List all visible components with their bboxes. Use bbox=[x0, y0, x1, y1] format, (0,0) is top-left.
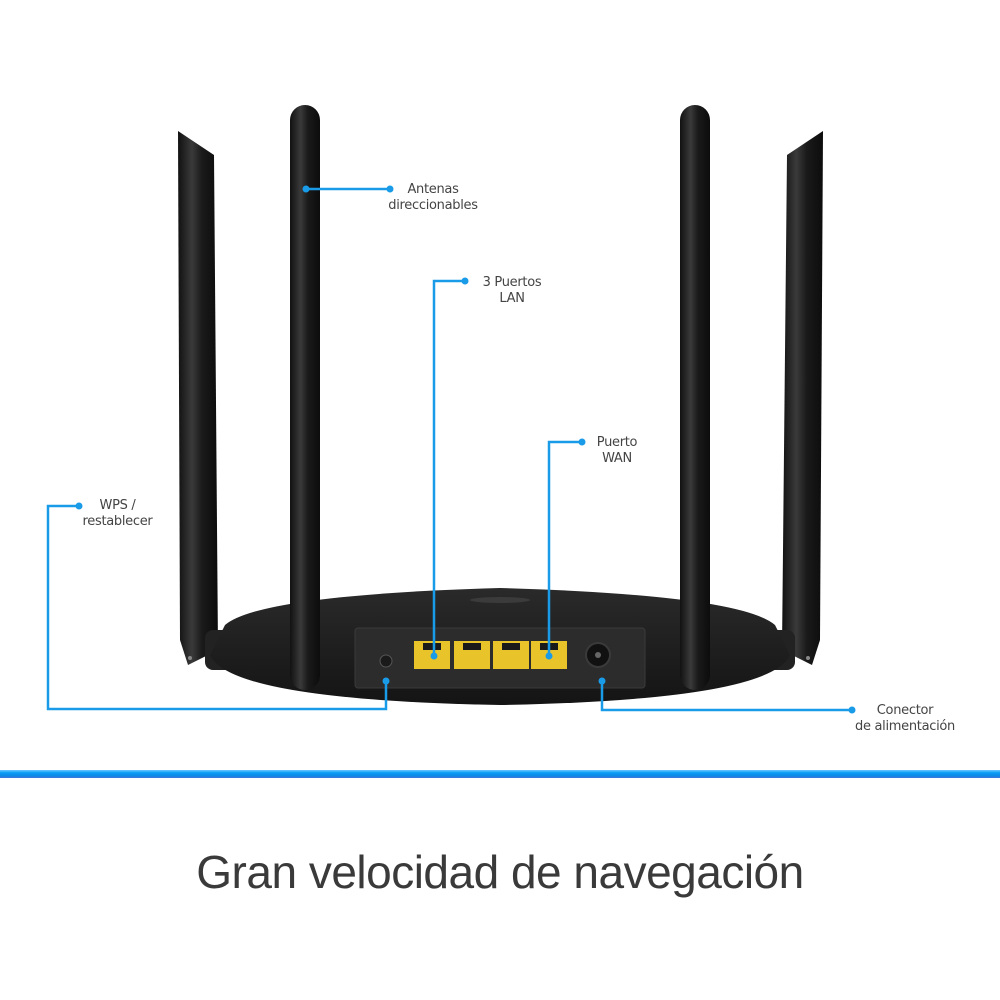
antenna-right-inner bbox=[680, 105, 710, 690]
callout-wps-line1: WPS / bbox=[99, 498, 136, 513]
power-connector bbox=[585, 642, 611, 668]
lan-port-2 bbox=[454, 641, 490, 669]
antenna-right-outer bbox=[755, 131, 823, 670]
wan-leader-line bbox=[547, 440, 582, 656]
callout-lan-line2: LAN bbox=[499, 291, 525, 306]
antenna-left-inner bbox=[290, 105, 320, 690]
headline: Gran velocidad de navegación bbox=[196, 846, 804, 898]
callout-wps-reset: WPS / restablecer bbox=[70, 498, 165, 530]
callout-power-line1: Conector bbox=[876, 703, 934, 718]
callout-lan-line1: 3 Puertos bbox=[482, 275, 542, 290]
callout-antennas: Antenas direccionables bbox=[378, 182, 488, 214]
wps-reset-button bbox=[379, 654, 393, 668]
antenna-left-outer bbox=[178, 131, 245, 670]
callout-antennas-line2: direccionables bbox=[388, 198, 478, 213]
wps-leader-line bbox=[46, 504, 388, 711]
lan-leader-line bbox=[432, 279, 465, 656]
router-illustration bbox=[46, 105, 856, 714]
callout-wps-line2: restablecer bbox=[82, 514, 153, 529]
callout-dots bbox=[75, 185, 856, 714]
callout-antennas-line1: Antenas bbox=[407, 182, 459, 197]
power-leader-line bbox=[600, 681, 852, 712]
blue-divider bbox=[0, 770, 1000, 778]
callout-wan-line2: WAN bbox=[602, 451, 632, 466]
callout-lines bbox=[46, 187, 852, 712]
callout-wan-line1: Puerto bbox=[596, 435, 638, 450]
callout-power-line2: de alimentación bbox=[855, 719, 955, 734]
callout-power-connector: Conector de alimentación bbox=[840, 703, 970, 735]
callout-wan-port: Puerto WAN bbox=[582, 435, 652, 467]
callout-lan-ports: 3 Puertos LAN bbox=[472, 275, 552, 307]
lan-port-3 bbox=[493, 641, 529, 669]
